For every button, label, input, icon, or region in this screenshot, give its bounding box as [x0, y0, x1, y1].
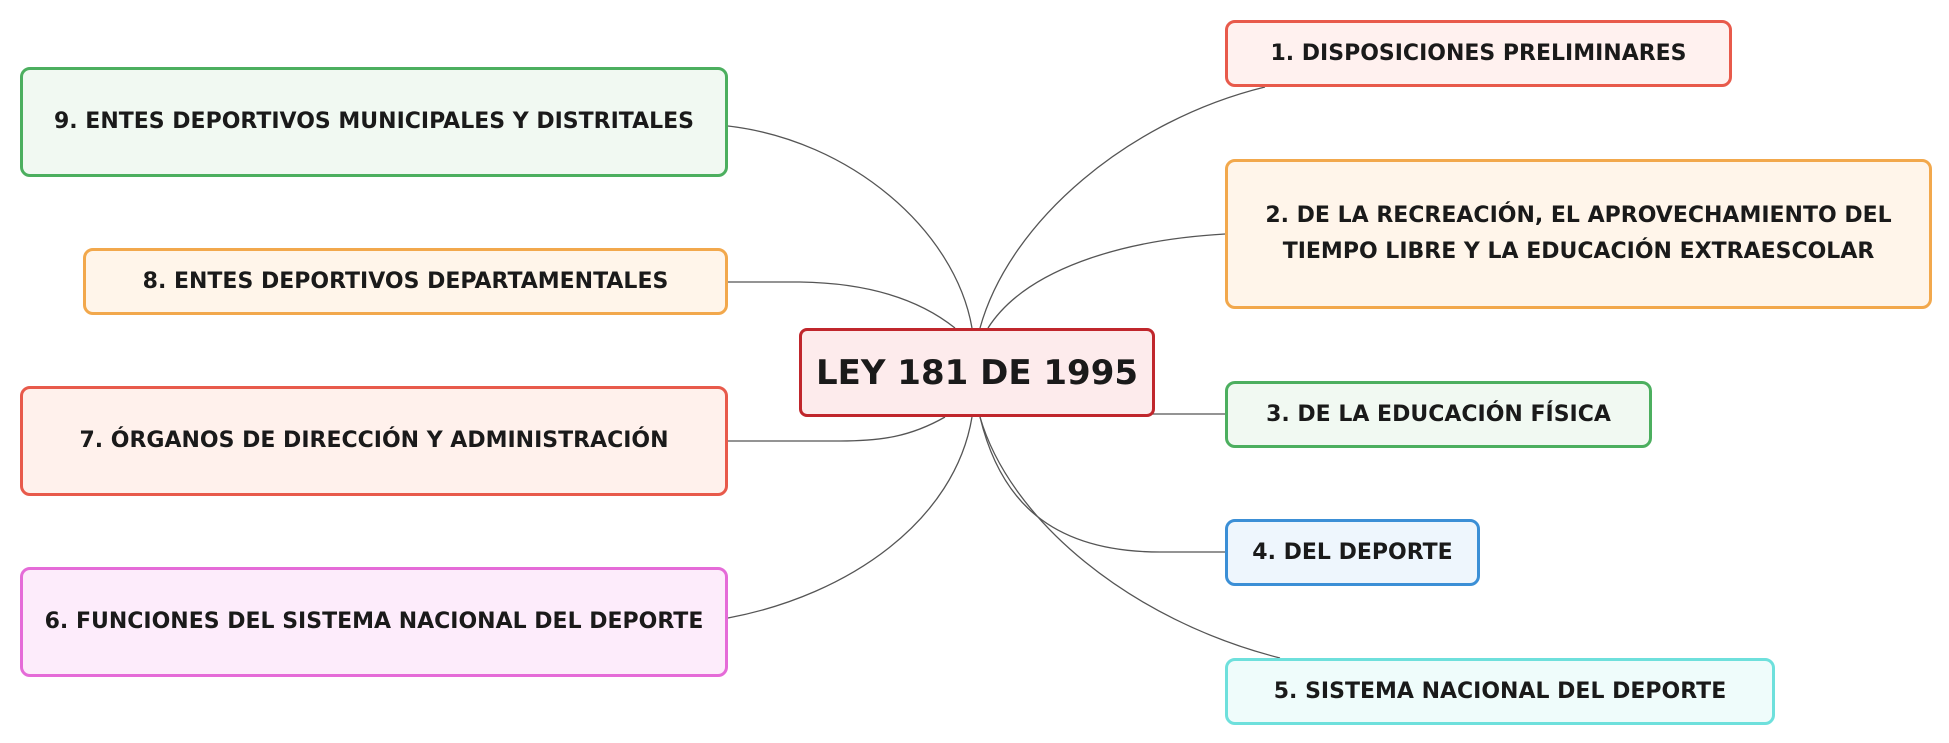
branch-label: 8. ENTES DEPORTIVOS DEPARTAMENTALES — [142, 268, 669, 294]
branch-organos-direccion[interactable]: 7. ÓRGANOS DE DIRECCIÓN Y ADMINISTRACIÓN — [20, 386, 728, 496]
central-topic-label: LEY 181 DE 1995 — [815, 352, 1139, 393]
branch-label: 1. DISPOSICIONES PRELIMINARES — [1270, 40, 1687, 66]
branch-deporte[interactable]: 4. DEL DEPORTE — [1225, 519, 1480, 586]
branch-label: 5. SISTEMA NACIONAL DEL DEPORTE — [1273, 678, 1727, 704]
branch-label: 6. FUNCIONES DEL SISTEMA NACIONAL DEL DE… — [44, 609, 704, 634]
branch-entes-municipales[interactable]: 9. ENTES DEPORTIVOS MUNICIPALES Y DISTRI… — [20, 67, 728, 177]
central-topic[interactable]: LEY 181 DE 1995 — [799, 328, 1155, 417]
branch-educacion-fisica[interactable]: 3. DE LA EDUCACIÓN FÍSICA — [1225, 381, 1652, 448]
connector-6 — [727, 416, 973, 619]
branch-recreacion-tiempo-libre[interactable]: 2. DE LA RECREACIÓN, EL APROVECHAMIENTO … — [1225, 159, 1932, 309]
branch-label: 3. DE LA EDUCACIÓN FÍSICA — [1266, 401, 1611, 427]
connector-2 — [987, 233, 1226, 329]
branch-disposiciones-preliminares[interactable]: 1. DISPOSICIONES PRELIMINARES — [1225, 20, 1732, 87]
branch-entes-departamentales[interactable]: 8. ENTES DEPORTIVOS DEPARTAMENTALES — [83, 248, 728, 315]
branch-sistema-nacional[interactable]: 5. SISTEMA NACIONAL DEL DEPORTE — [1225, 658, 1775, 725]
branch-label: 2. DE LA RECREACIÓN, EL APROVECHAMIENTO … — [1265, 203, 1892, 264]
connector-1 — [979, 86, 1266, 329]
branch-label: 7. ÓRGANOS DE DIRECCIÓN Y ADMINISTRACIÓN — [79, 428, 669, 453]
connector-5 — [979, 416, 1281, 659]
connector-7 — [728, 416, 946, 442]
connector-9 — [727, 125, 973, 329]
connector-8 — [728, 281, 956, 329]
branch-label: 4. DEL DEPORTE — [1252, 539, 1453, 565]
connector-4 — [979, 416, 1225, 553]
branch-funciones-sistema-nacional[interactable]: 6. FUNCIONES DEL SISTEMA NACIONAL DEL DE… — [20, 567, 728, 677]
branch-label: 9. ENTES DEPORTIVOS MUNICIPALES Y DISTRI… — [53, 109, 694, 134]
